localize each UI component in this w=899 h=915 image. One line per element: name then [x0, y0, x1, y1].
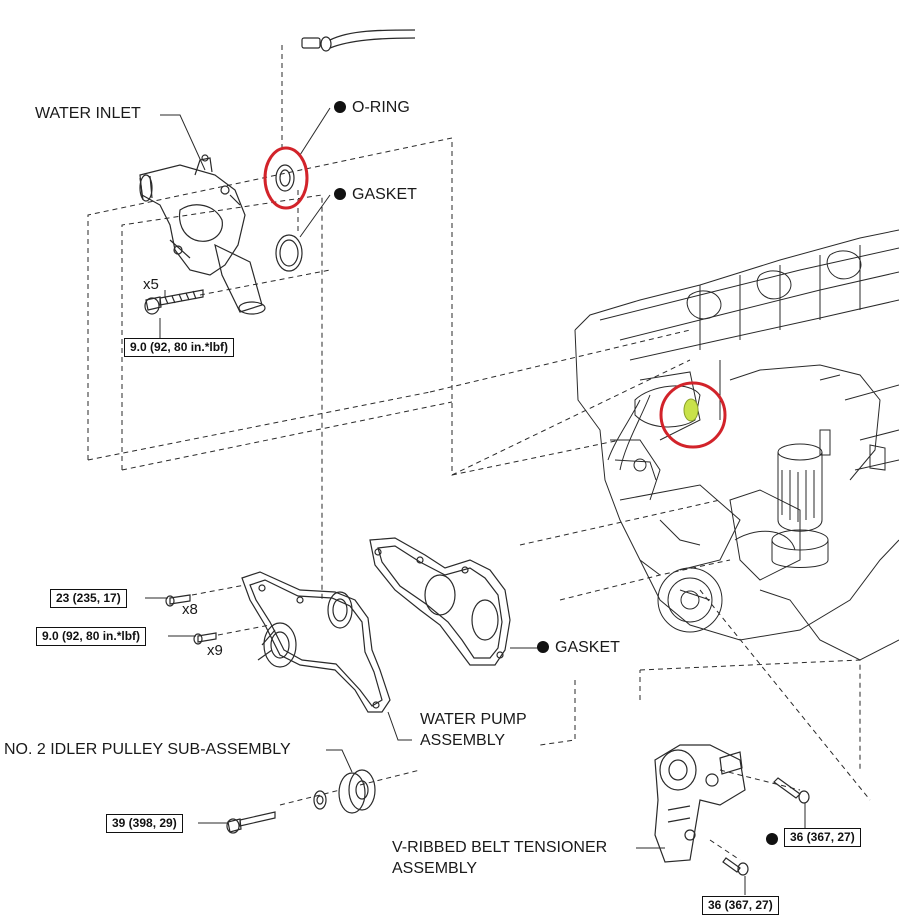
gasket-top-label: GASKET — [334, 185, 417, 205]
replace-part-dot-icon — [766, 833, 778, 845]
gasket-pump-label: GASKET — [537, 638, 620, 658]
tensioner-drawing — [654, 744, 746, 863]
tensioner-bolt-b-drawing — [722, 857, 749, 876]
pump-bolt-b-drawing — [193, 632, 217, 645]
water-inlet-drawing — [139, 154, 266, 315]
gasket-top-drawing — [275, 234, 303, 272]
pump-torque-box-b: 9.0 (92, 80 in.*lbf) — [36, 627, 147, 646]
inlet-bolt-drawing — [144, 289, 204, 315]
tensioner-label-line1: V-RIBBED BELT TENSIONER — [392, 839, 608, 856]
idler-torque-box: 39 (398, 29) — [106, 814, 183, 833]
pump-torque-box-a: 23 (235, 17) — [50, 589, 127, 608]
engine-block-drawing — [574, 229, 899, 661]
idler-pulley-drawing — [313, 769, 376, 814]
tensioner-torque-box-b: 36 (367, 27) — [702, 896, 779, 915]
tensioner-torque-box-a: 36 (367, 27) — [784, 828, 861, 847]
tensioner-label-line2: ASSEMBLY — [392, 860, 478, 877]
engine-port-highlight-part — [683, 398, 699, 422]
water-pump-label-line1: WATER PUMP — [420, 711, 527, 728]
water-pump-drawing — [241, 571, 391, 713]
tensioner-bolt-a-drawing — [773, 777, 810, 804]
pump-bolt-a-drawing — [165, 594, 191, 607]
replace-part-dot-icon — [334, 101, 346, 113]
o-ring-label: O-RING — [334, 98, 410, 118]
leader-lines — [145, 107, 806, 895]
engine-port-highlight-circle — [659, 381, 727, 449]
o-ring-highlight-circle — [263, 146, 309, 210]
water-inlet-label: WATER INLET — [35, 105, 141, 122]
water-pump-label-line2: ASSEMBLY — [420, 732, 506, 749]
idler-bolt-drawing — [226, 811, 276, 834]
replace-part-dot-icon — [334, 188, 346, 200]
replace-part-dot-icon — [537, 641, 549, 653]
inlet-torque-box: 9.0 (92, 80 in.*lbf) — [124, 338, 235, 357]
pump-bolt-qty-a: x8 — [182, 601, 198, 618]
pump-gasket-drawing — [369, 537, 511, 666]
hose-drawing — [301, 29, 416, 52]
idler-pulley-label: NO. 2 IDLER PULLEY SUB-ASSEMBLY — [4, 741, 291, 758]
o-ring-drawing — [275, 164, 295, 192]
pump-bolt-qty-b: x9 — [207, 642, 223, 659]
inlet-bolt-qty: x5 — [143, 276, 159, 293]
